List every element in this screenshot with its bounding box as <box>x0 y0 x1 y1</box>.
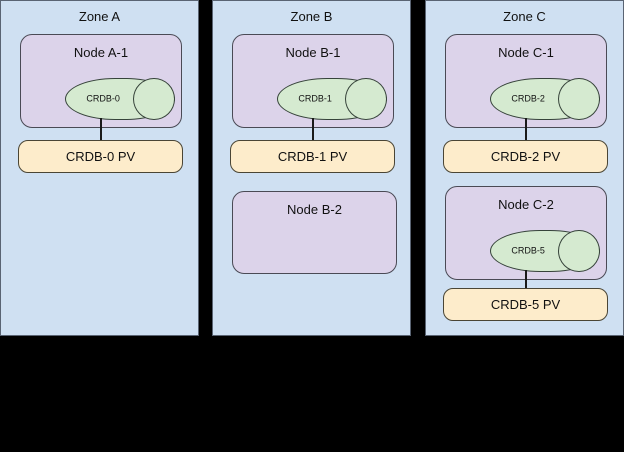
cylinder-cap <box>558 230 600 272</box>
node-b-2: Node B-2 <box>232 191 397 274</box>
node-b-1: Node B-1 CRDB-1 <box>232 34 394 128</box>
zone-b: Zone B Node B-1 CRDB-1 CRDB-1 PV Node B-… <box>212 0 411 336</box>
database-label: CRDB-5 <box>511 245 545 256</box>
volume-label: CRDB-2 PV <box>490 149 561 164</box>
database-label: CRDB-0 <box>86 93 120 104</box>
node-c-1: Node C-1 CRDB-2 <box>445 34 607 128</box>
database-cylinder-icon: CRDB-5 <box>490 230 600 272</box>
volume-label: CRDB-0 PV <box>65 149 136 164</box>
zone-c-title: Zone C <box>503 9 546 24</box>
connector-node-c2-to-pv <box>525 270 527 294</box>
volume-crdb-1-pv: CRDB-1 PV <box>230 140 395 173</box>
database-label: CRDB-1 <box>298 93 332 104</box>
cylinder-cap <box>345 78 387 120</box>
volume-label: CRDB-1 PV <box>277 149 348 164</box>
zone-c: Zone C Node C-1 CRDB-2 CRDB-2 PV Node C-… <box>425 0 624 336</box>
node-c-2-title: Node C-2 <box>498 197 554 212</box>
volume-crdb-2-pv: CRDB-2 PV <box>443 140 608 173</box>
database-label: CRDB-2 <box>511 93 545 104</box>
cylinder-cap <box>558 78 600 120</box>
volume-crdb-5-pv: CRDB-5 PV <box>443 288 608 321</box>
connector-node-c1-to-pv <box>525 118 527 142</box>
zone-b-title: Zone B <box>290 9 333 24</box>
database-cylinder-icon: CRDB-1 <box>277 78 387 120</box>
node-a-1-title: Node A-1 <box>73 45 129 60</box>
node-c-1-title: Node C-1 <box>498 45 554 60</box>
node-b-1-title: Node B-1 <box>285 45 341 60</box>
node-b-2-title: Node B-2 <box>287 202 342 217</box>
volume-crdb-0-pv: CRDB-0 PV <box>18 140 183 173</box>
zone-a: Zone A Node A-1 CRDB-0 CRDB-0 PV <box>0 0 199 336</box>
volume-label: CRDB-5 PV <box>490 297 561 312</box>
connector-node-b1-to-pv <box>312 118 314 142</box>
database-cylinder-icon: CRDB-2 <box>490 78 600 120</box>
database-cylinder-icon: CRDB-0 <box>65 78 175 120</box>
node-a-1: Node A-1 CRDB-0 <box>20 34 182 128</box>
cylinder-cap <box>133 78 175 120</box>
connector-node-a1-to-pv <box>100 118 102 142</box>
zone-a-title: Zone A <box>78 9 121 24</box>
node-c-2: Node C-2 CRDB-5 <box>445 186 607 280</box>
